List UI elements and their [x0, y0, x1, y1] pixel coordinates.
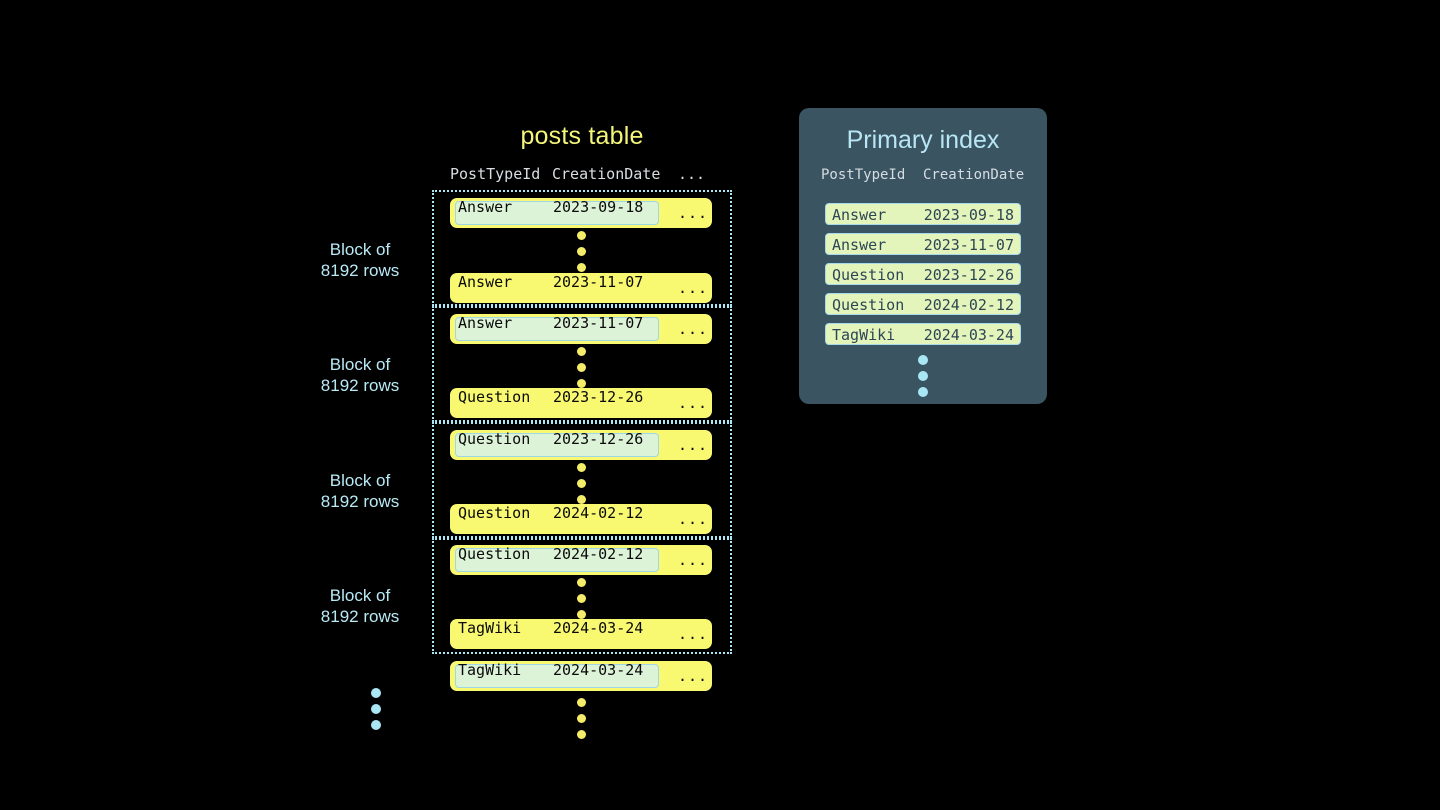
row-more: ... — [678, 320, 709, 338]
block-4-label-line1: Block of — [329, 586, 391, 605]
block-3-label-line2: 8192 rows — [320, 492, 400, 511]
index-entry: Answer 2023-11-07 — [825, 233, 1021, 255]
table-row: Answer 2023-11-07 ... — [450, 314, 712, 344]
block-1-label-line2: 8192 rows — [320, 261, 400, 280]
row-creation-date: 2024-03-24 — [553, 619, 644, 637]
row-highlight-cell — [455, 201, 659, 225]
row-creation-date: 2023-12-26 — [553, 430, 644, 448]
row-creation-date: 2023-11-07 — [553, 314, 644, 332]
table-row: TagWiki 2024-03-24 ... — [450, 619, 712, 649]
index-entry-creation-date: 2024-02-12 — [923, 296, 1014, 314]
index-entry-post-type: Answer — [832, 206, 887, 224]
block-2 — [432, 306, 732, 422]
table-vertical-ellipsis — [576, 231, 586, 272]
row-creation-date: 2024-03-24 — [553, 661, 644, 679]
index-entry-creation-date: 2023-09-18 — [923, 206, 1014, 224]
index-entry-creation-date: 2024-03-24 — [923, 326, 1014, 344]
row-more: ... — [678, 204, 709, 222]
row-creation-date: 2023-12-26 — [553, 388, 644, 406]
index-entry-post-type: Answer — [832, 236, 887, 254]
block-3 — [432, 422, 732, 538]
table-vertical-ellipsis — [576, 578, 586, 619]
row-more: ... — [678, 667, 709, 685]
primary-index-column-headers: PostTypeId CreationDate — [799, 167, 1047, 189]
table-vertical-ellipsis — [576, 463, 586, 504]
table-row: Question 2023-12-26 ... — [450, 388, 712, 418]
table-row: Question 2023-12-26 ... — [450, 430, 712, 460]
block-3-label: Block of 8192 rows — [300, 470, 420, 512]
table-row: Answer 2023-09-18 ... — [450, 198, 712, 228]
block-2-label-line2: 8192 rows — [320, 376, 400, 395]
table-row: Question 2024-02-12 ... — [450, 545, 712, 575]
row-highlight-cell — [455, 664, 659, 688]
row-more: ... — [678, 551, 709, 569]
row-creation-date: 2024-02-12 — [553, 504, 644, 522]
row-post-type: TagWiki — [458, 661, 522, 679]
row-more: ... — [678, 279, 709, 297]
index-entry: Question 2023-12-26 — [825, 263, 1021, 285]
index-column-header-posttypeid: PostTypeId — [821, 167, 906, 183]
block-4 — [432, 538, 732, 654]
row-more: ... — [678, 436, 709, 454]
column-header-posttypeid: PostTypeId — [450, 165, 541, 183]
index-column-header-creationdate: CreationDate — [923, 167, 1025, 183]
block-1-label: Block of 8192 rows — [300, 239, 420, 281]
table-row: Question 2024-02-12 ... — [450, 504, 712, 534]
row-highlight-cell — [455, 548, 659, 572]
block-3-label-line1: Block of — [329, 471, 391, 490]
posts-table-title: posts table — [520, 122, 644, 150]
block-4-label-line2: 8192 rows — [320, 607, 400, 626]
index-entry: Answer 2023-09-18 — [825, 203, 1021, 225]
row-post-type: TagWiki — [458, 619, 522, 637]
index-entry-post-type: Question — [832, 296, 905, 314]
row-post-type: Answer — [458, 314, 513, 332]
posts-table-column-headers: PostTypeId CreationDate ... — [432, 165, 732, 187]
block-1-label-line1: Block of — [329, 240, 391, 259]
table-row: Answer 2023-11-07 ... — [450, 273, 712, 303]
blocks-bottom-ellipsis — [371, 688, 381, 730]
block-1 — [432, 190, 732, 306]
block-2-label: Block of 8192 rows — [300, 354, 420, 396]
row-post-type: Question — [458, 504, 531, 522]
primary-index-title: Primary index — [846, 126, 1000, 154]
row-post-type: Question — [458, 545, 531, 563]
index-bottom-ellipsis — [918, 355, 928, 397]
row-post-type: Question — [458, 430, 531, 448]
row-creation-date: 2024-02-12 — [553, 545, 644, 563]
row-post-type: Answer — [458, 273, 513, 291]
block-2-label-line1: Block of — [329, 355, 391, 374]
row-post-type: Question — [458, 388, 531, 406]
row-highlight-cell — [455, 317, 659, 341]
primary-index-panel: Primary index PostTypeId CreationDate An… — [799, 108, 1047, 404]
index-entry: TagWiki 2024-03-24 — [825, 323, 1021, 345]
index-entry-post-type: TagWiki — [832, 326, 896, 344]
table-row-trailing: TagWiki 2024-03-24 ... — [450, 661, 712, 691]
row-post-type: Answer — [458, 198, 513, 216]
column-header-creationdate: CreationDate — [552, 165, 661, 183]
row-more: ... — [678, 394, 709, 412]
table-vertical-ellipsis — [576, 347, 586, 388]
table-bottom-ellipsis — [576, 698, 586, 739]
row-creation-date: 2023-09-18 — [553, 198, 644, 216]
row-highlight-cell — [455, 433, 659, 457]
block-4-label: Block of 8192 rows — [300, 585, 420, 627]
row-creation-date: 2023-11-07 — [553, 273, 644, 291]
column-header-more: ... — [678, 165, 706, 183]
index-entry-creation-date: 2023-11-07 — [923, 236, 1014, 254]
row-more: ... — [678, 510, 709, 528]
index-entry: Question 2024-02-12 — [825, 293, 1021, 315]
index-entry-creation-date: 2023-12-26 — [923, 266, 1014, 284]
row-more: ... — [678, 625, 709, 643]
index-entry-post-type: Question — [832, 266, 905, 284]
